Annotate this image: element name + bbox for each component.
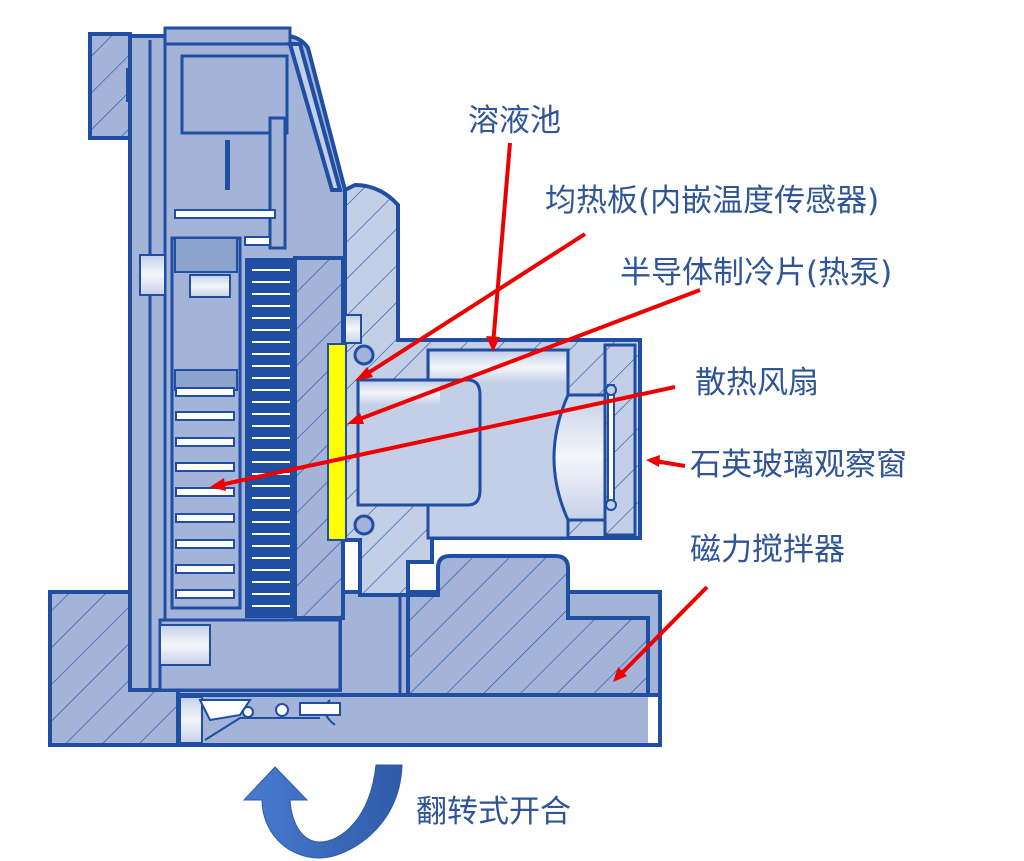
label-magnetic-stirrer: 磁力搅拌器 — [690, 532, 845, 568]
heatsink-fins — [245, 258, 295, 618]
label-solution-pool: 溶液池 — [468, 103, 561, 139]
leader-lines — [210, 142, 709, 682]
label-quartz-window: 石英玻璃观察窗 — [690, 447, 907, 483]
label-flip-open: 翻转式开合 — [416, 794, 571, 830]
curved-u-arrow-icon — [242, 764, 403, 859]
magnetic-stirrer-housing — [398, 554, 650, 697]
label-cooling-fan: 散热风扇 — [695, 365, 819, 401]
label-heat-spreader: 均热板(内嵌温度传感器) — [545, 183, 880, 219]
tec-plate-yellow — [327, 343, 347, 541]
label-tec: 半导体制冷片(热泵) — [620, 255, 893, 291]
cooling-fan — [170, 236, 242, 610]
solution-pool-body — [343, 182, 642, 597]
lower-compartment — [158, 618, 342, 741]
